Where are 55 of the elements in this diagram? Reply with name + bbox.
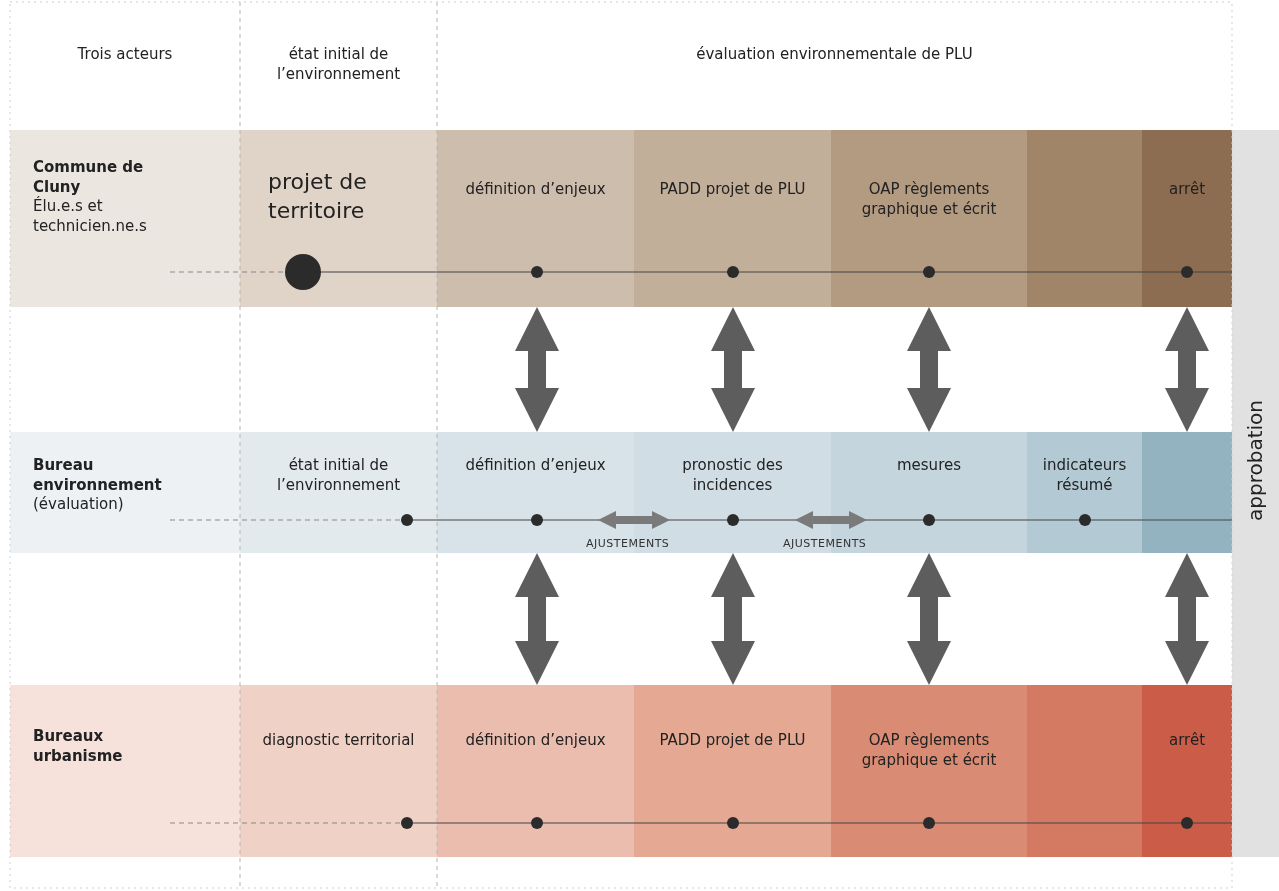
actor-role: (évaluation) [32,495,125,515]
double-arrow [711,553,755,685]
phase-cell [634,130,831,307]
double-arrow [515,553,559,685]
phase-label: PADD projet de PLU [658,180,807,200]
phase-cell [240,130,437,307]
actor-name: Commune de Cluny [32,158,145,196]
phase-label: mesures [895,456,962,476]
double-arrow [1165,307,1209,432]
phase-label: pronostic des incidences [681,456,784,495]
phase-label: définition d’enjeux [464,731,607,751]
phase-label: définition d’enjeux [464,180,607,200]
phase-cell [240,432,437,553]
actor-name: Bureau environnement [32,456,163,495]
phase-label: arrêt [1167,180,1206,200]
double-arrow [711,307,755,432]
phase-cell [240,685,437,857]
column-header: Trois acteurs [76,45,174,65]
double-arrow [1165,553,1209,685]
edge-label: AJUSTEMENTS [783,537,867,550]
phase-cell [1142,685,1232,857]
phase-cell [831,130,1027,307]
phase-label: indicateurs résumé [1041,456,1128,495]
double-arrow [598,511,670,529]
phase-cell [437,685,634,857]
double-arrow [907,307,951,432]
phase-label: arrêt [1167,731,1206,751]
double-arrow [907,553,951,685]
phase-label: OAP règlements graphique et écrit [860,180,998,219]
empty-phase-cell [1027,130,1142,307]
phase-cell [437,130,634,307]
actor-role: Élu.e.s et technicien.ne.s [32,197,148,236]
phase-label: PADD projet de PLU [658,731,807,751]
phase-label: diagnostic territorial [261,731,416,751]
empty-phase-cell [1027,685,1142,857]
approval-label: approbation [1242,400,1268,521]
phase-label: définition d’enjeux [464,456,607,476]
phase-label: OAP règlements graphique et écrit [860,731,998,770]
actor-cell [10,685,240,857]
actor-name: Bureaux urbanisme [32,727,124,766]
phase-cell [1142,130,1232,307]
actor-cell [10,130,240,307]
phase-cell [634,685,831,857]
column-header: état initial de l’environnement [275,45,402,84]
phase-label: état initial de l’environnement [275,456,402,495]
double-arrow [795,511,867,529]
edge-label: AJUSTEMENTS [586,537,670,550]
phase-cell [1027,432,1142,553]
actor-cell [10,432,240,553]
phase-label: projet de territoire [267,168,368,225]
column-header: évaluation environnementale de PLU [695,45,974,65]
approval-band [1232,130,1279,857]
empty-phase-cell [1142,432,1232,553]
double-arrow [515,307,559,432]
phase-cell [831,685,1027,857]
